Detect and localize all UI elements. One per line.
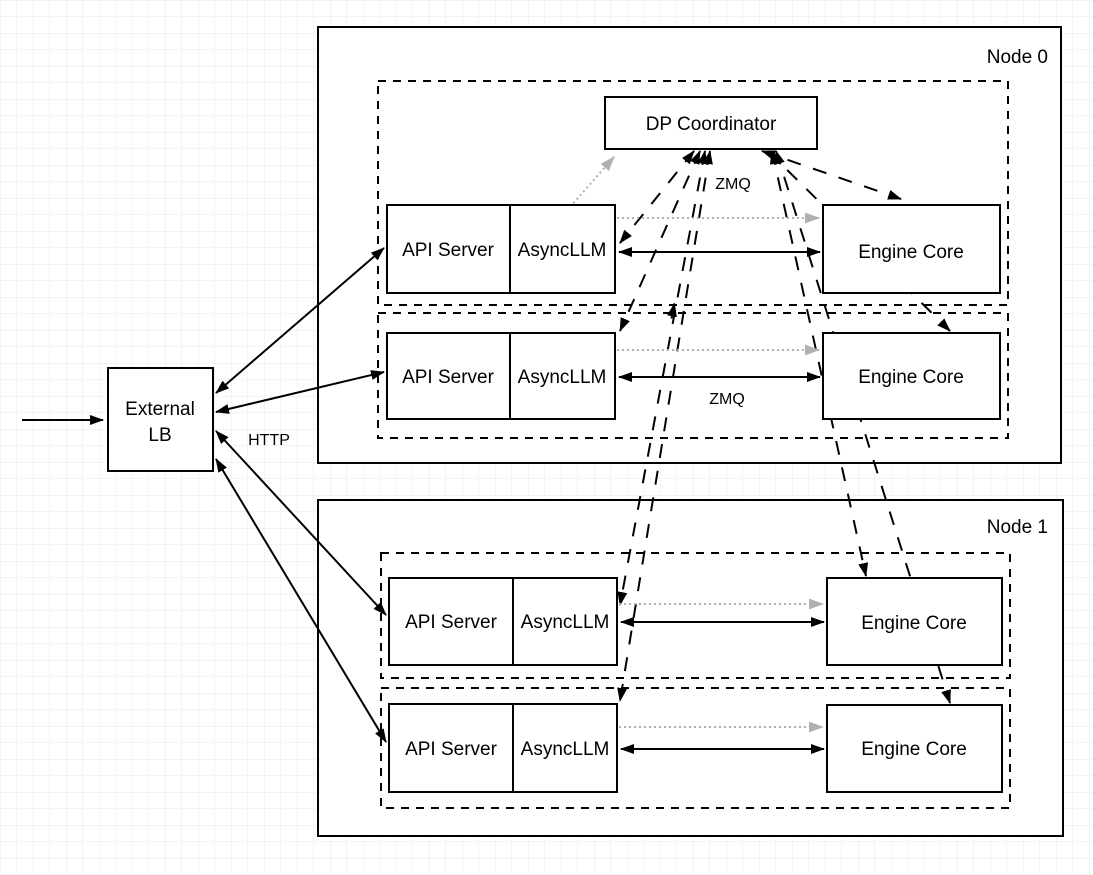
api-server-label-n1r1: API Server	[405, 739, 498, 760]
external-lb-label-line2: LB	[148, 425, 171, 446]
node0-rank0-engine-group: Engine Core	[822, 204, 1001, 294]
engine-core-label-n0r1: Engine Core	[858, 367, 964, 388]
node1-rank1-engine-group: Engine Core	[826, 704, 1003, 793]
node-0-label: Node 0	[987, 47, 1048, 68]
node1-rank1-api-async-group: API Server AsyncLLM	[388, 703, 618, 793]
engine-core-box-n1r1	[826, 704, 1003, 793]
api-async-box-n0r0	[386, 204, 616, 294]
external-lb-label-line1: External	[125, 399, 195, 420]
engine-core-box-n0r1	[822, 332, 1001, 420]
zmq-label-mid: ZMQ	[709, 391, 745, 408]
api-server-label-n1r0: API Server	[405, 612, 498, 633]
node0-rank1-engine-group: Engine Core	[822, 332, 1001, 420]
engine-core-label-n0r0: Engine Core	[858, 242, 964, 263]
api-server-label-n0r0: API Server	[402, 240, 495, 261]
api-server-label-n0r1: API Server	[402, 367, 495, 388]
dashed-arrow-coordinator-asyncllm-n1r1	[617, 150, 713, 702]
node0-rank0-api-async-group: API Server AsyncLLM	[386, 204, 616, 294]
asyncllm-label-n0r1: AsyncLLM	[518, 367, 607, 388]
node1-rank0-api-async-group: API Server AsyncLLM	[388, 577, 618, 666]
engine-core-box-n0r0	[822, 204, 1001, 294]
dashed-arrow-rank-border-tick	[667, 302, 677, 319]
dotted-links	[617, 212, 825, 733]
api-async-box-n1r0	[388, 577, 618, 666]
api-async-box-n0r1	[386, 332, 616, 420]
arrow-lb-api-n1r1	[215, 458, 387, 743]
engine-core-label-n1r0: Engine Core	[861, 613, 967, 634]
node1-rank0-engine-group: Engine Core	[826, 577, 1003, 666]
external-lb-box	[107, 367, 214, 472]
asyncllm-label-n0r0: AsyncLLM	[518, 240, 607, 261]
http-label: HTTP	[248, 432, 290, 449]
node0-rank0-container	[377, 80, 1009, 306]
engine-core-label-n1r1: Engine Core	[861, 739, 967, 760]
coordinator-links	[617, 150, 951, 704]
asyncllm-label-n1r0: AsyncLLM	[521, 612, 610, 633]
dp-coordinator-group: DP Coordinator	[604, 96, 818, 150]
http-zmq-links	[22, 247, 825, 754]
zmq-label-top: ZMQ	[715, 176, 751, 193]
node0-rank1-api-async-group: API Server AsyncLLM	[386, 332, 616, 420]
node-1-label: Node 1	[987, 517, 1048, 538]
engine-core-box-n1r0	[826, 577, 1003, 666]
arrow-lb-api-n0r0	[215, 247, 385, 394]
asyncllm-label-n1r1: AsyncLLM	[521, 739, 610, 760]
api-async-box-n1r1	[388, 703, 618, 793]
arrow-lb-api-n0r1	[215, 370, 385, 414]
dp-coordinator-box	[604, 96, 818, 150]
external-lb-group: External LB	[107, 367, 214, 472]
dotted-arrow-asyncllm-n0r0-coordinator	[569, 156, 615, 208]
dp-coordinator-label: DP Coordinator	[646, 114, 777, 135]
